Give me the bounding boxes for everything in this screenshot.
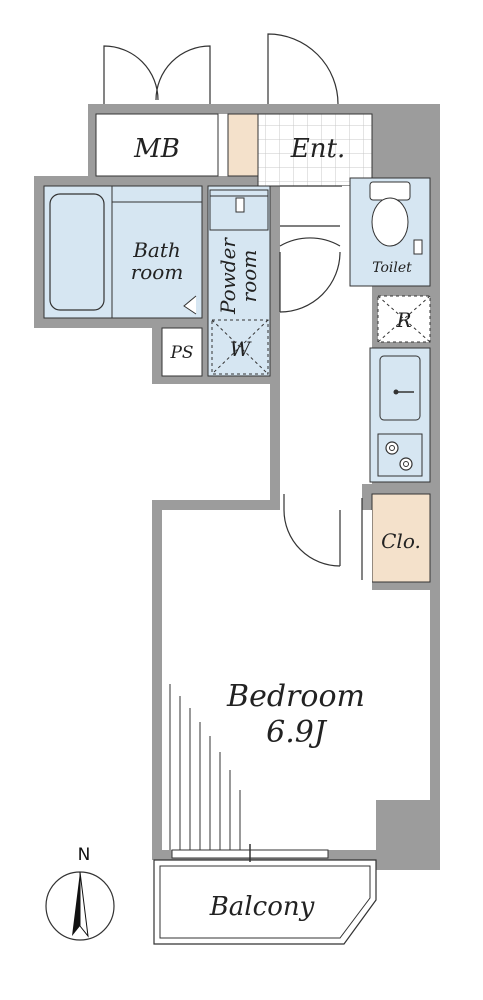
- burner-icon: [385, 441, 399, 455]
- bathtub: [49, 193, 105, 311]
- refrigerator-space: [377, 295, 431, 343]
- bath-label-line2: room: [131, 260, 184, 284]
- refrigerator-label: R: [395, 308, 411, 332]
- powder-label-line1: Powder: [216, 237, 240, 315]
- entrance-wood-floor: [227, 113, 259, 177]
- doors: [103, 33, 363, 580]
- balcony: [153, 859, 377, 945]
- toilet-label: Toilet: [372, 260, 412, 276]
- stove: [377, 433, 423, 477]
- burner-icon: [399, 457, 413, 471]
- north-label: N: [78, 845, 91, 865]
- window-hatch: [169, 684, 241, 850]
- entrance-label: Ent.: [290, 134, 345, 164]
- washer-label: W: [230, 337, 252, 361]
- vanity-sink: [209, 189, 269, 231]
- closet-label: Clo.: [381, 529, 421, 553]
- toilet-bowl: [371, 197, 409, 247]
- closet: [371, 493, 431, 583]
- bedroom-label: Bedroom: [226, 679, 365, 714]
- ps-label: PS: [169, 343, 193, 363]
- balcony-sliding-door: [171, 844, 329, 862]
- mb-area: [95, 113, 219, 177]
- bedroom-size-label: 6.9J: [266, 715, 328, 750]
- balcony-label: Balcony: [209, 892, 315, 922]
- north-arrow-icon: [72, 872, 80, 936]
- powder-label-line2: room: [237, 250, 261, 303]
- kitchen-sink: [379, 355, 421, 421]
- entrance-tile-floor: [257, 113, 373, 187]
- ps-shaft: [161, 327, 203, 377]
- bath-label-line1: Bath: [132, 238, 181, 262]
- mb-label: MB: [133, 134, 180, 164]
- north-compass: N: [45, 845, 115, 941]
